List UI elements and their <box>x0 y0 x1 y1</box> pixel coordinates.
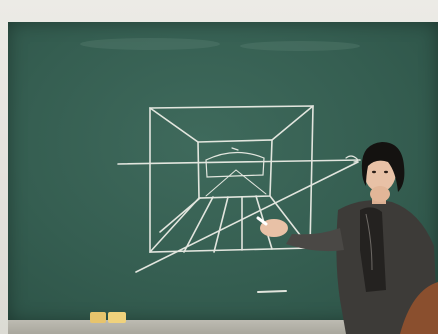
corner-line-tr <box>271 105 314 141</box>
horizon-scribble <box>345 155 359 163</box>
chalk-perspective-drawing <box>117 105 361 293</box>
floor-line-5 <box>159 197 201 233</box>
teacher-necklace <box>365 213 373 271</box>
chalk-dash <box>257 290 287 293</box>
horizon-line <box>117 159 361 165</box>
teacher-eye-left <box>372 170 376 174</box>
vanishing-ray-1 <box>205 169 237 197</box>
floor-line-1 <box>183 196 214 253</box>
teacher-arm <box>286 228 344 252</box>
corner-line-tl <box>149 107 199 143</box>
teacher-chin-hand <box>370 186 390 202</box>
eraser-2 <box>108 312 126 323</box>
chalk-ledge <box>8 320 438 334</box>
teacher-shirt <box>360 207 386 292</box>
inner-arch <box>205 151 265 178</box>
vanishing-mark <box>231 147 239 151</box>
teacher <box>256 142 438 334</box>
outer-frame <box>149 105 314 253</box>
teacher-eye-right <box>384 170 388 174</box>
eraser-1 <box>90 312 106 323</box>
chalk-stick <box>256 216 268 226</box>
vanishing-ray-2 <box>235 169 267 195</box>
teacher-hair <box>361 142 405 192</box>
erasers <box>90 312 126 323</box>
foreground-student-hair <box>400 282 438 334</box>
long-diagonal <box>135 161 359 273</box>
board-smudges <box>80 38 360 51</box>
corner-line-bl <box>149 197 200 253</box>
floor-line-2 <box>213 196 229 253</box>
